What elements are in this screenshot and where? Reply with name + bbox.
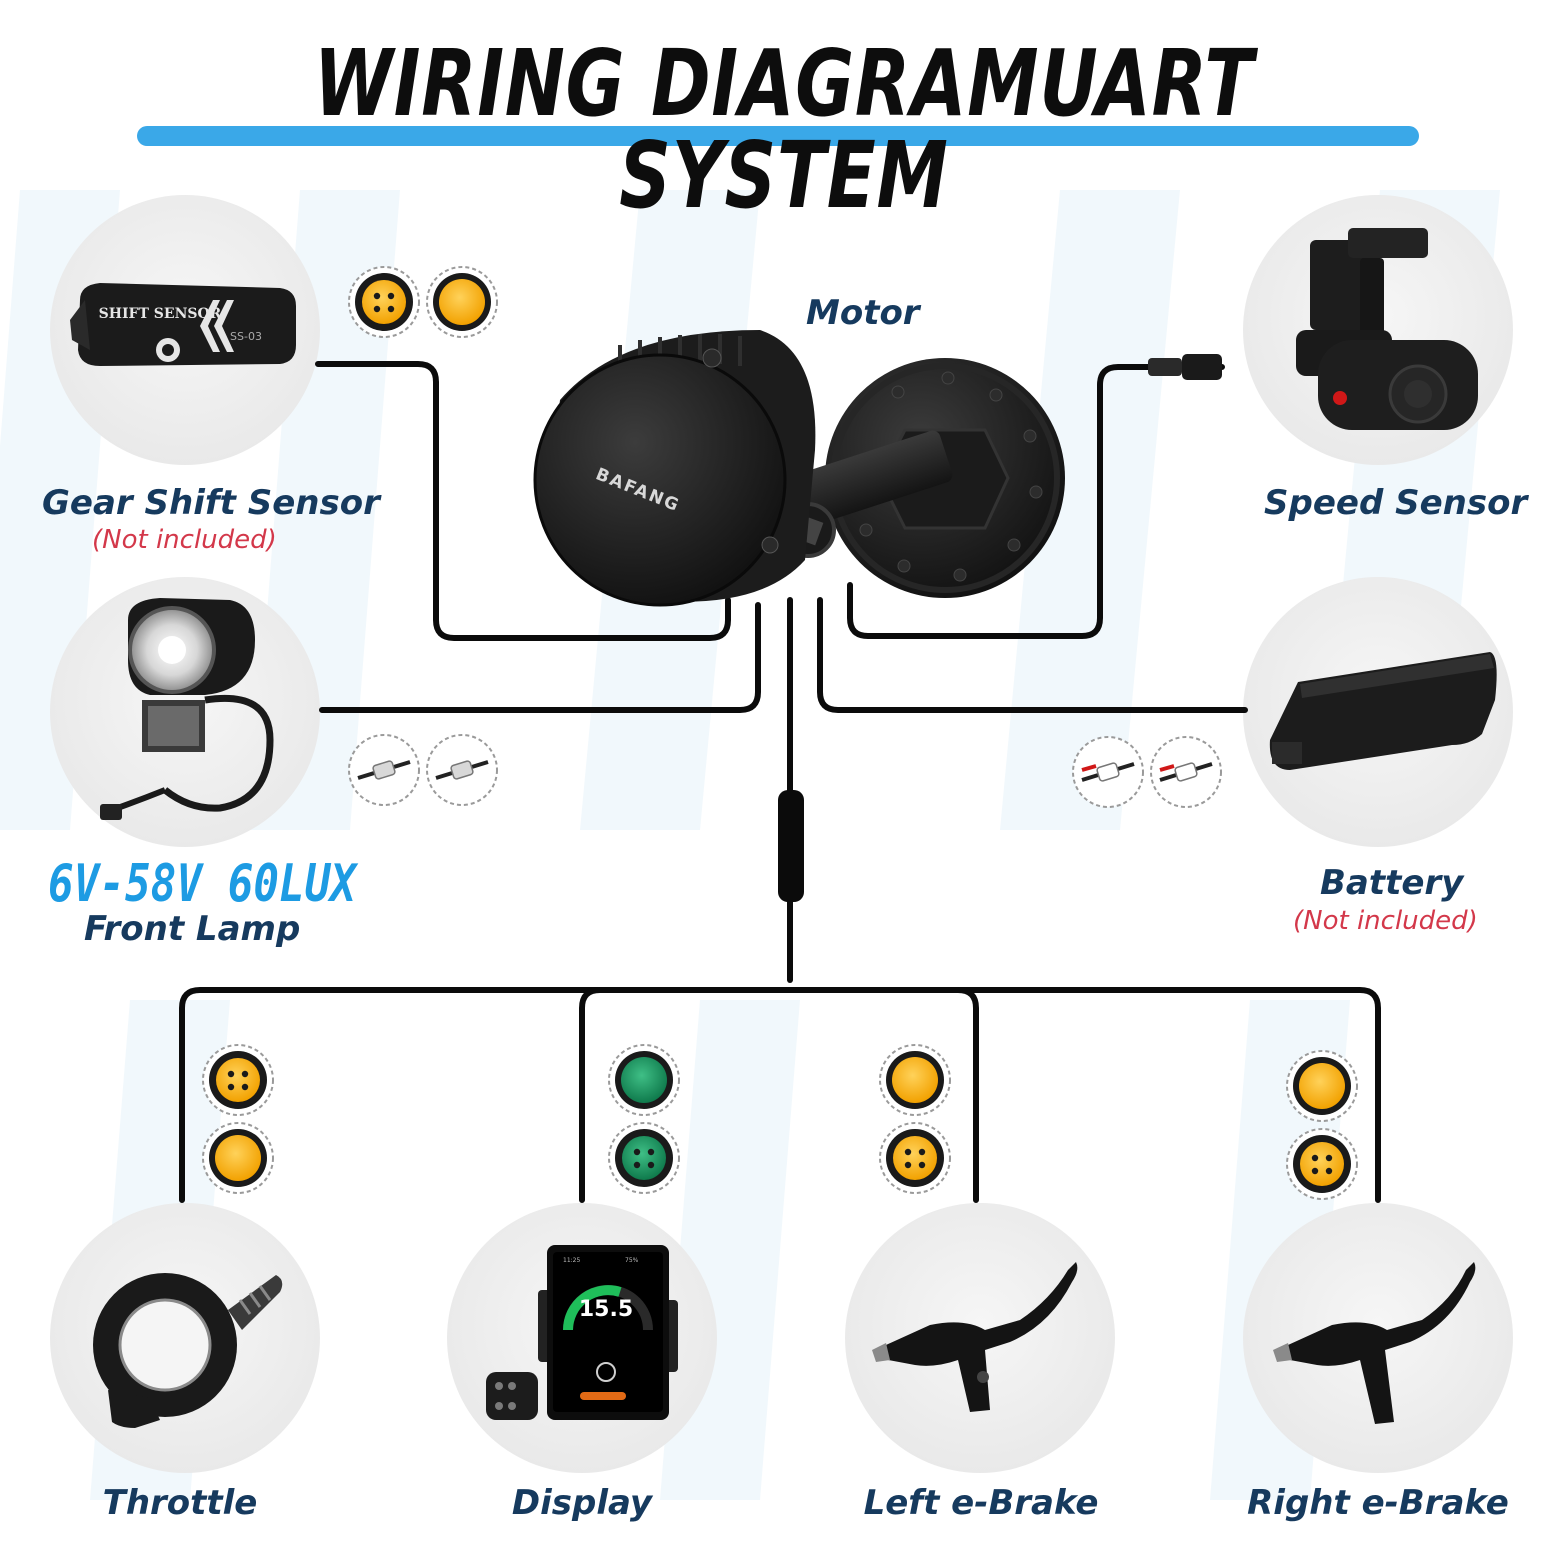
gear-shift-sensor-image: SHIFT SENSOR SS-03 — [70, 283, 296, 366]
gear-shift-sensor-label: Gear Shift Sensor — [42, 483, 380, 523]
battery-label: Battery — [1320, 863, 1464, 903]
wire-plug-icon — [1072, 736, 1144, 808]
shift-sensor-model: SS-03 — [230, 330, 262, 343]
display-image: 11:25 75% 15.5 — [486, 1245, 678, 1420]
connector-yellow-icon — [879, 1044, 951, 1116]
connector-yellow-icon — [879, 1122, 951, 1194]
motor-label: Motor — [806, 293, 920, 333]
page-title: WIRING DIAGRAMUART SYSTEM — [313, 30, 1255, 229]
connector-yellow-icon — [202, 1044, 274, 1116]
gear-shift-sensor-note: (Not included) — [92, 525, 277, 555]
connector-yellow-icon — [1286, 1050, 1358, 1122]
front-lamp-label: Front Lamp — [84, 909, 301, 949]
motor-image: BAFANG — [533, 330, 1065, 607]
wire-plug-icon — [348, 734, 420, 806]
front-lamp-spec: 6V-58V 60LUX — [48, 854, 357, 914]
throttle-label: Throttle — [102, 1483, 258, 1523]
title-underline — [137, 126, 1419, 146]
speed-sensor-label: Speed Sensor — [1264, 483, 1528, 523]
battery-image — [1269, 652, 1497, 770]
left-brake-label: Left e-Brake — [863, 1483, 1099, 1523]
shift-sensor-device-text: SHIFT SENSOR — [99, 306, 222, 322]
connector-thumbnails — [202, 266, 1358, 1200]
connector-yellow-icon — [348, 266, 420, 338]
connector-yellow-icon — [426, 266, 498, 338]
throttle-image — [93, 1273, 283, 1428]
connector-yellow-icon — [1286, 1128, 1358, 1200]
right-brake-image — [1273, 1262, 1476, 1424]
battery-note: (Not included) — [1293, 906, 1478, 936]
right-brake-label: Right e-Brake — [1247, 1483, 1509, 1523]
connector-yellow-icon — [202, 1122, 274, 1194]
display-time: 11:25 — [563, 1257, 580, 1264]
front-lamp-image — [100, 598, 274, 820]
connector-green-icon — [608, 1122, 680, 1194]
display-speed: 15.5 — [579, 1297, 633, 1322]
inline-connector — [778, 790, 804, 902]
speed-sensor-plug-icon — [1148, 354, 1222, 380]
speed-sensor-image — [1296, 228, 1478, 430]
left-brake-image — [872, 1262, 1078, 1412]
display-battery: 75% — [625, 1257, 639, 1264]
display-label: Display — [511, 1483, 653, 1523]
connector-green-icon — [608, 1044, 680, 1116]
wire-plug-icon — [1150, 736, 1222, 808]
wire-plug-icon — [426, 734, 498, 806]
